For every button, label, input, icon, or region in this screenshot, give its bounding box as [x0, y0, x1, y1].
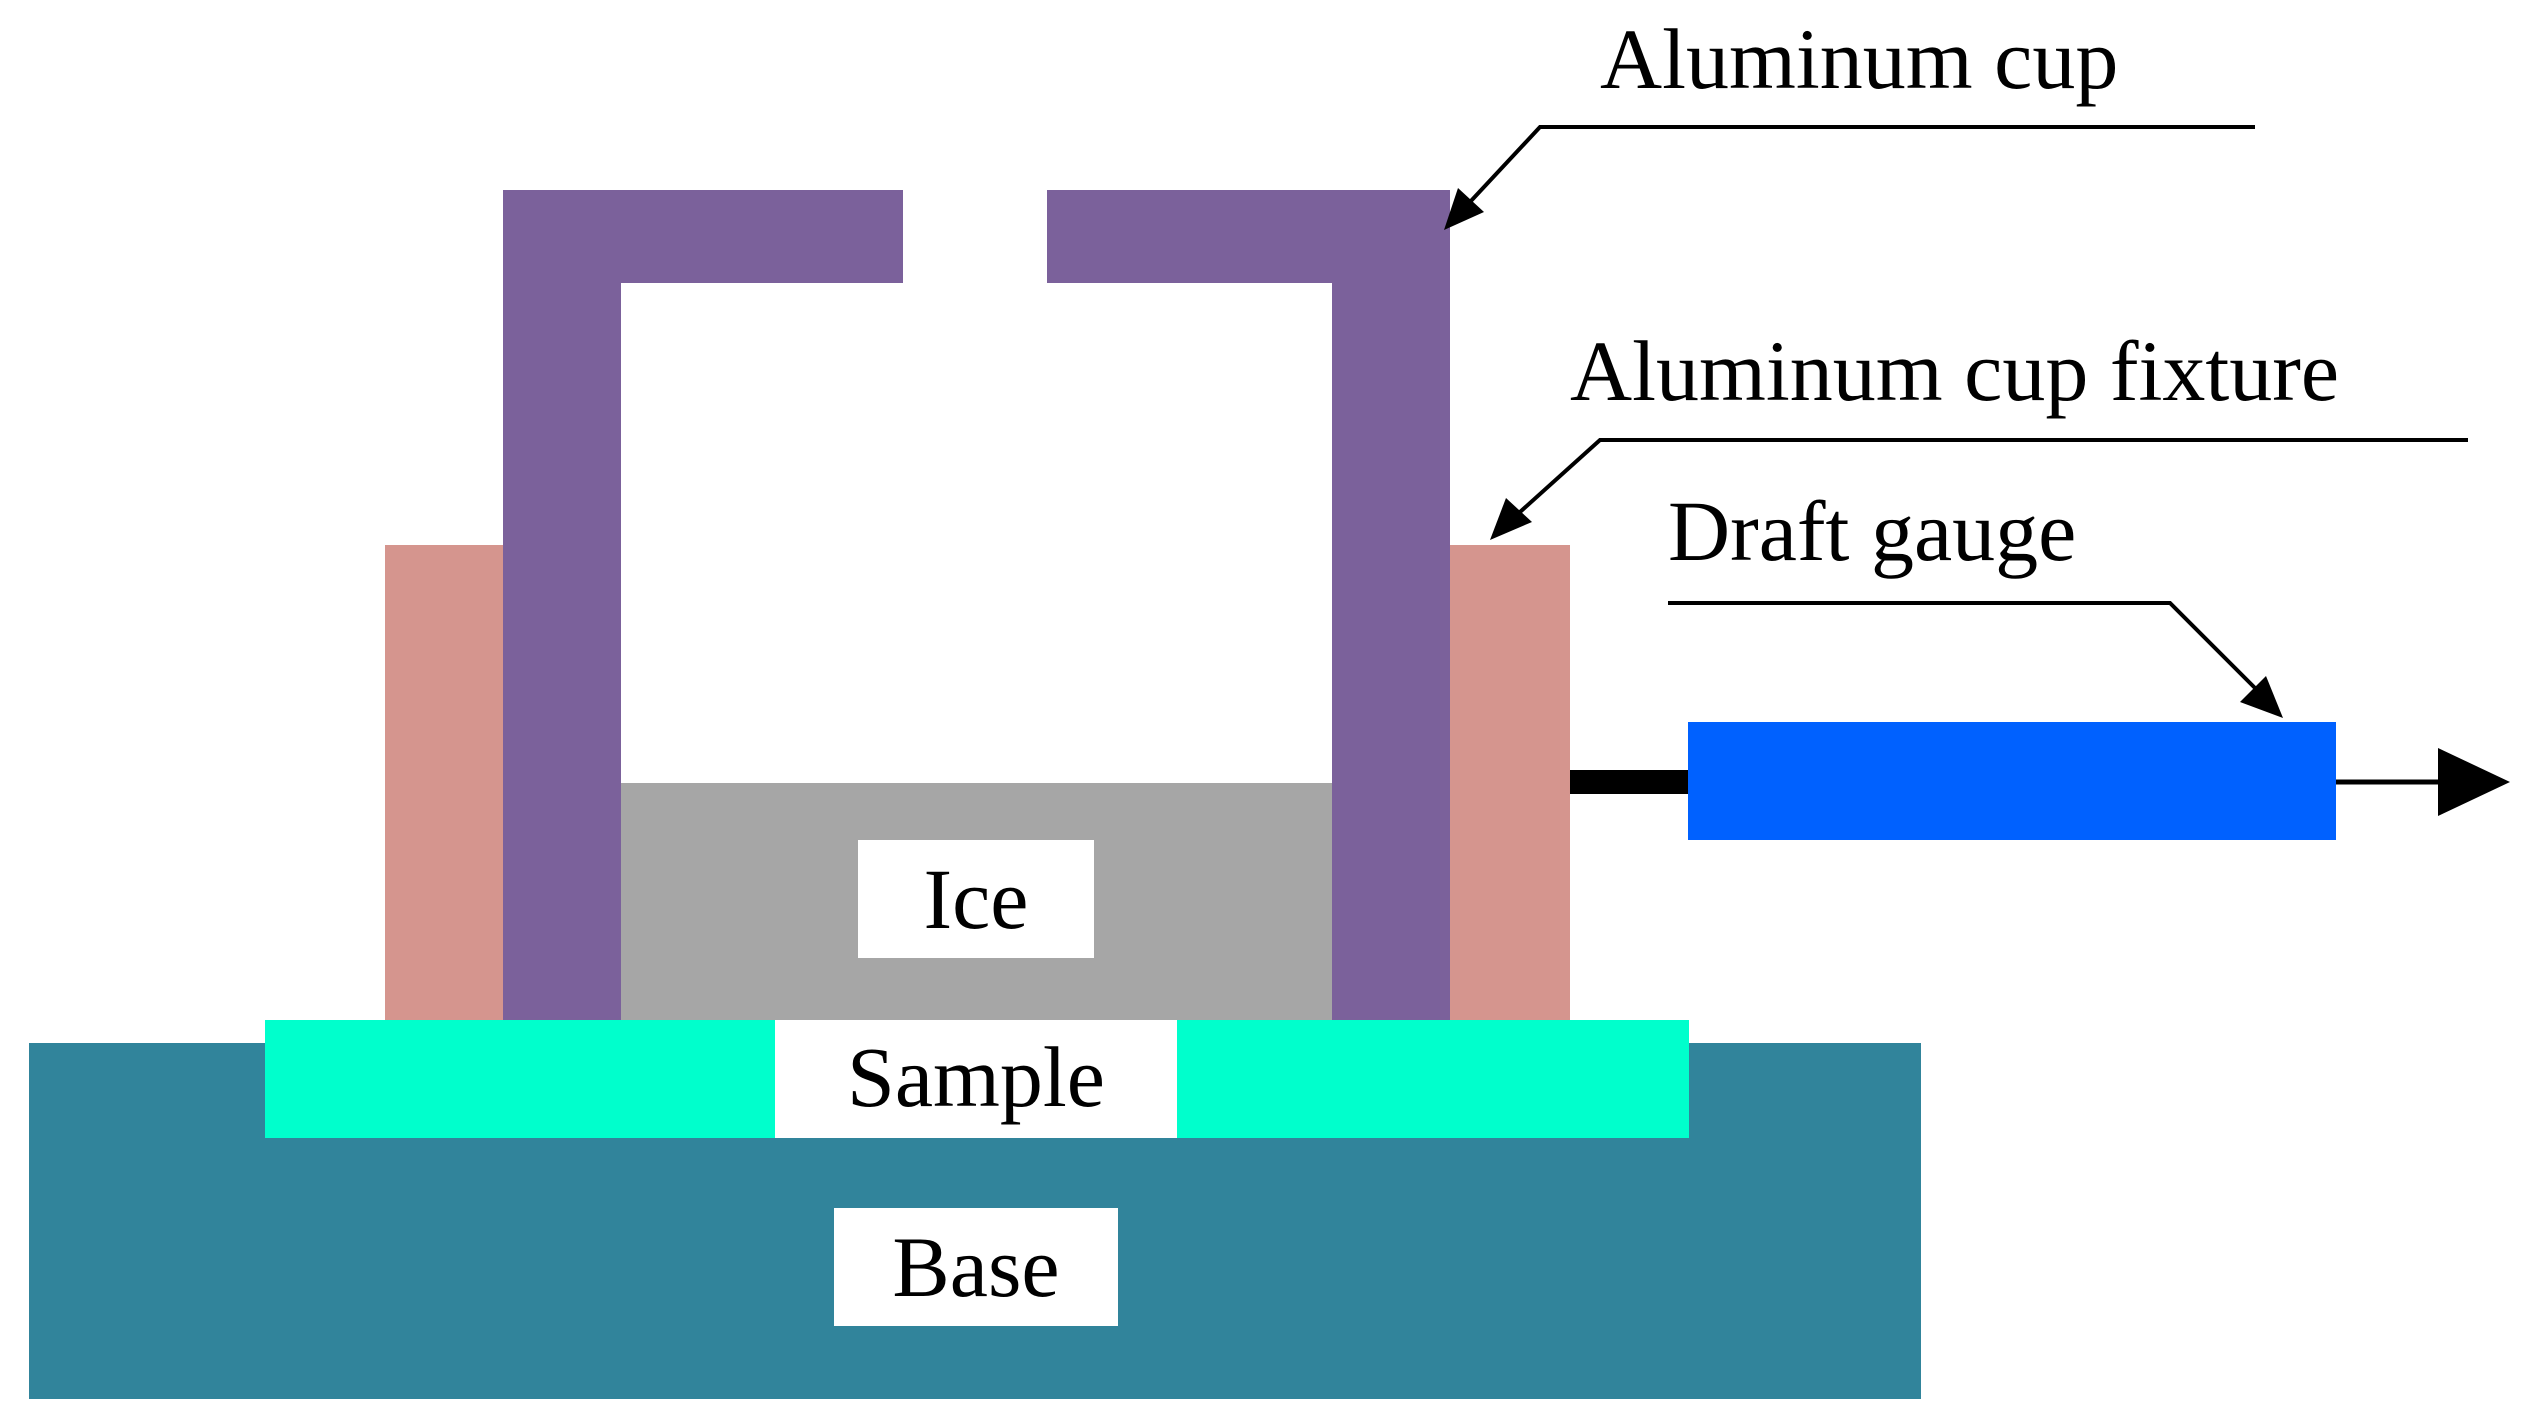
aluminum-cup	[503, 190, 1450, 1020]
draft-gauge-callout-label: Draft gauge	[1668, 483, 2076, 579]
base-label: Base	[892, 1219, 1059, 1315]
cup-top-right	[1047, 190, 1450, 283]
aluminum-cup-callout-label: Aluminum cup	[1600, 11, 2118, 107]
draft-gauge-leader-arrowhead	[2240, 676, 2283, 718]
cup-top-left	[503, 190, 903, 283]
fixture-leader-line	[1518, 438, 2468, 514]
cup-right-wall	[1332, 190, 1450, 1020]
sample-label: Sample	[847, 1029, 1105, 1125]
fixture-left	[385, 545, 503, 1020]
fixture-callout-label: Aluminum cup fixture	[1570, 323, 2339, 419]
aluminum-cup-leader-line	[1468, 125, 2255, 204]
sample-label-box	[775, 1020, 1177, 1138]
draft-gauge-body	[1688, 722, 2336, 840]
pull-arrow-head	[2438, 748, 2510, 816]
fixture-leader-arrowhead	[1490, 498, 1532, 540]
ice-label: Ice	[924, 851, 1029, 947]
cup-left-wall	[503, 190, 621, 1020]
ice-label-box	[858, 840, 1094, 958]
connector-rod	[1570, 770, 1688, 794]
aluminum-cup-leader-arrowhead	[1444, 188, 1484, 230]
base-label-box	[834, 1208, 1118, 1326]
draft-gauge-leader-line	[1668, 601, 2257, 690]
fixture-right	[1450, 545, 1570, 1020]
